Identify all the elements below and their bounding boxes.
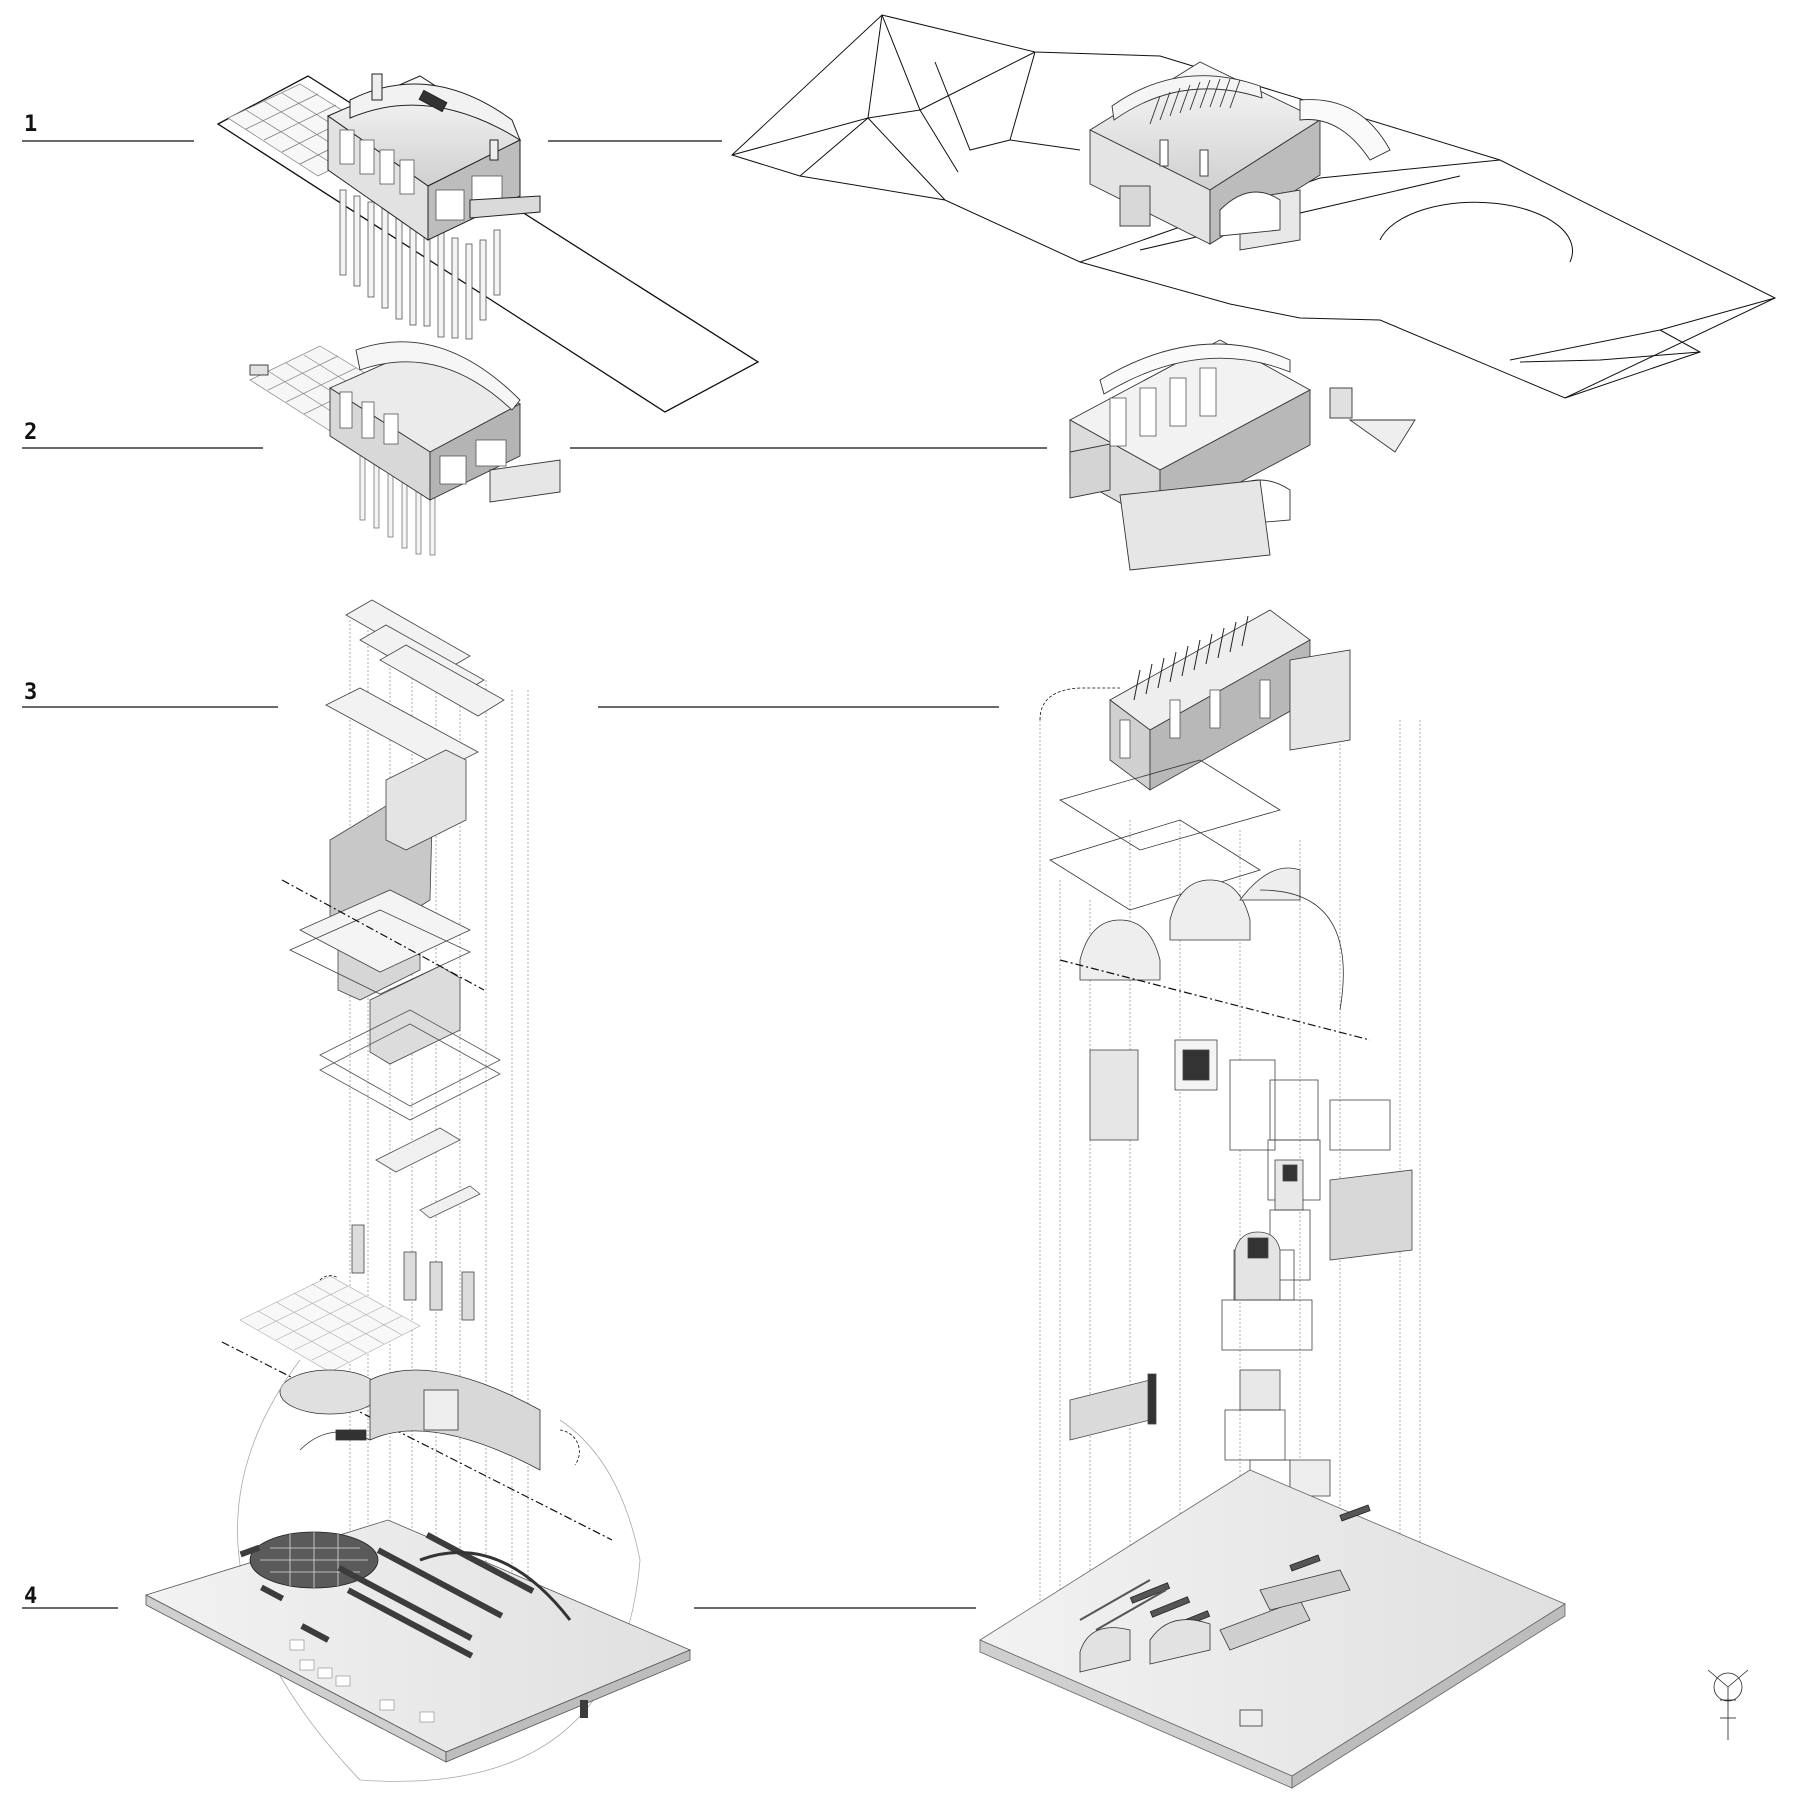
terrain-outline (731, 14, 1777, 399)
leader-lines (22, 140, 1047, 1609)
exploded-tower-right (979, 609, 1566, 1789)
row-label-4: 4 (24, 1584, 38, 1609)
row-label-2: 2 (24, 420, 38, 445)
piles (339, 189, 501, 340)
exploded-tower-left (221, 599, 641, 1782)
row-label-1: 1 (24, 112, 38, 137)
row-label-3: 3 (24, 680, 38, 705)
model-2-right (1069, 339, 1416, 571)
model-2-left (249, 341, 561, 556)
model-1-left (216, 73, 760, 413)
base-plinth-left (144, 1519, 692, 1763)
site-slab-outline (216, 75, 760, 413)
model-1-right (731, 14, 1777, 399)
axonometric-axis-icon (1707, 1669, 1749, 1740)
